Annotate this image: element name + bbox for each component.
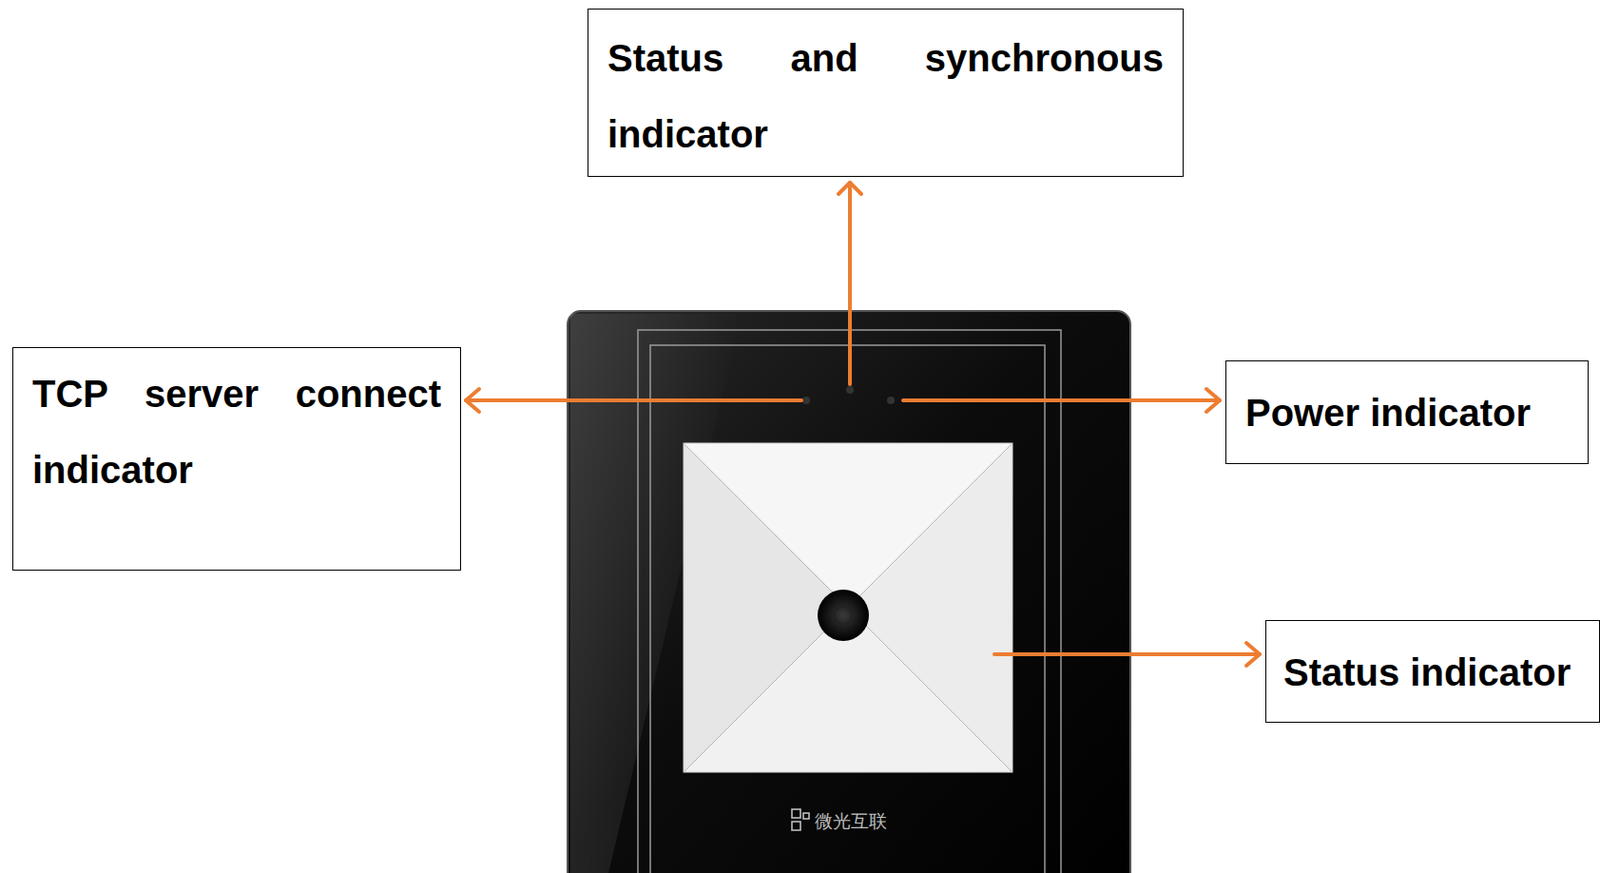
label-box: Power indicator [1225,360,1589,464]
brand-logo-text: 微光互联 [814,809,887,831]
label-box: TCP server connect indicator [12,346,462,571]
indicator-label: Power indicator [1245,374,1569,451]
label-box: Status indicator [1265,619,1600,723]
leader-arrows [465,182,1260,666]
indicator-label: Status and synchronous indicator [607,19,1164,173]
logo-icon [791,809,810,830]
indicator-label: Status indicator [1283,634,1582,711]
scan-window [683,443,1013,772]
label-box: Status and synchronous indicator [587,8,1184,177]
reader-body [567,310,1131,873]
indicator-label: TCP server connect indicator [32,355,442,508]
